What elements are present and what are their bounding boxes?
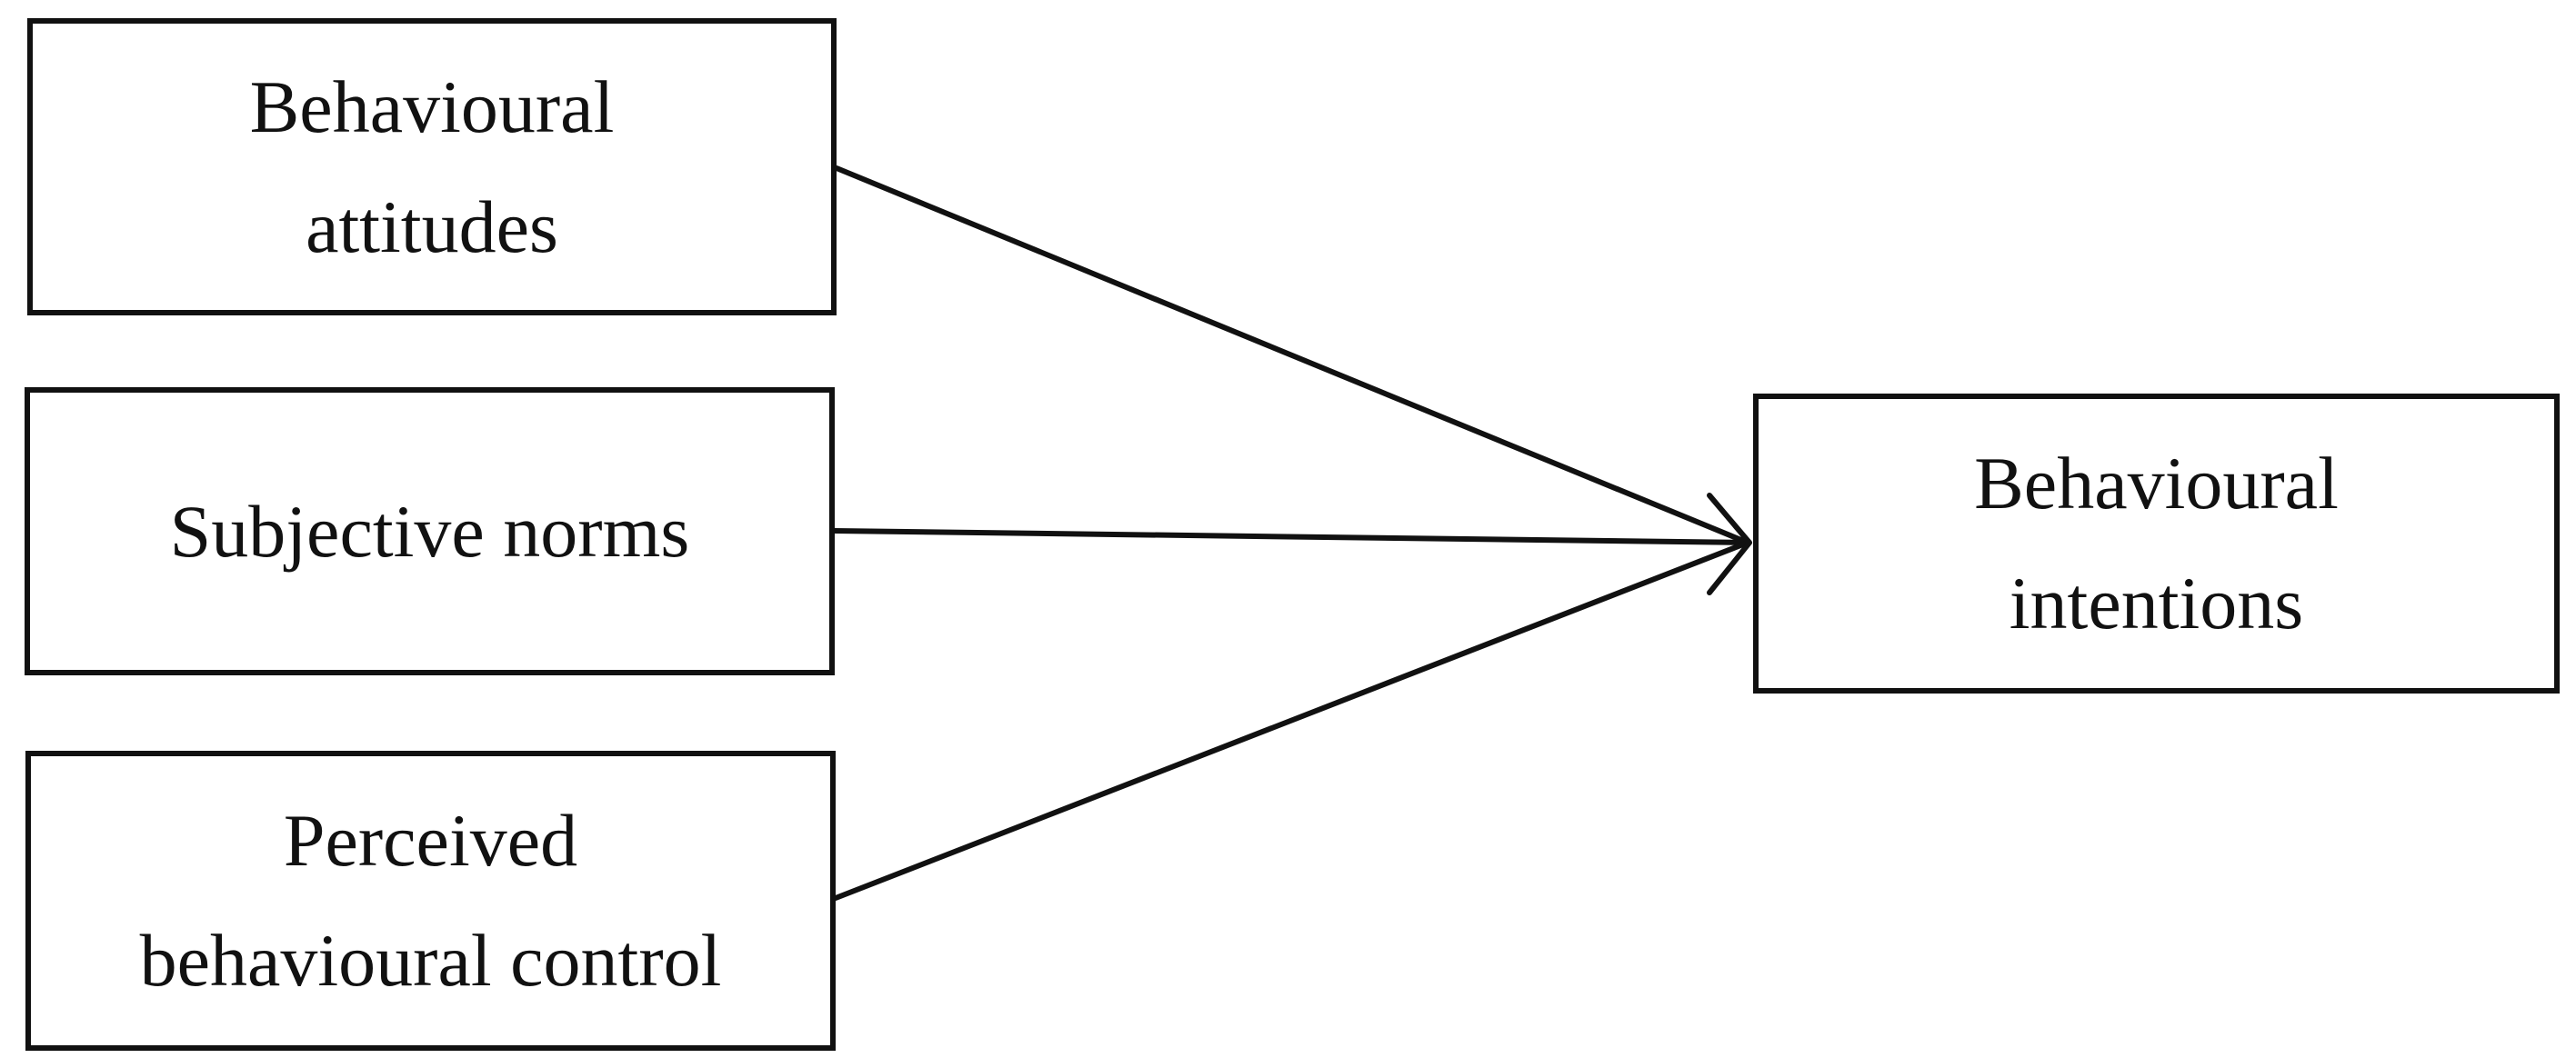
arrow-control-to-intentions bbox=[833, 540, 1750, 901]
node-subjective-norms: Subjective norms bbox=[25, 387, 835, 675]
node-label-line: Behavioural bbox=[249, 65, 615, 148]
node-label: Behavioural attitudes bbox=[250, 47, 615, 287]
node-label-line: Subjective norms bbox=[169, 489, 690, 573]
node-label-line: attitudes bbox=[306, 185, 558, 268]
node-label-line: Behavioural bbox=[1974, 442, 2339, 524]
node-label: Behavioural intentions bbox=[1974, 424, 2339, 664]
node-label-line: Perceived bbox=[283, 799, 578, 882]
node-label-line: behavioural control bbox=[139, 919, 722, 1002]
node-label-line: intentions bbox=[2009, 562, 2304, 644]
arrow-norms-to-intentions bbox=[832, 528, 1750, 545]
node-behavioural-intentions: Behavioural intentions bbox=[1753, 394, 2560, 694]
node-perceived-behavioural-control: Perceived behavioural control bbox=[25, 751, 836, 1051]
arrow-attitudes-to-intentions bbox=[834, 165, 1750, 545]
node-behavioural-attitudes: Behavioural attitudes bbox=[27, 18, 837, 315]
node-label: Subjective norms bbox=[170, 486, 690, 577]
arrowhead-icon bbox=[1707, 493, 1752, 595]
node-label: Perceived behavioural control bbox=[140, 781, 722, 1021]
